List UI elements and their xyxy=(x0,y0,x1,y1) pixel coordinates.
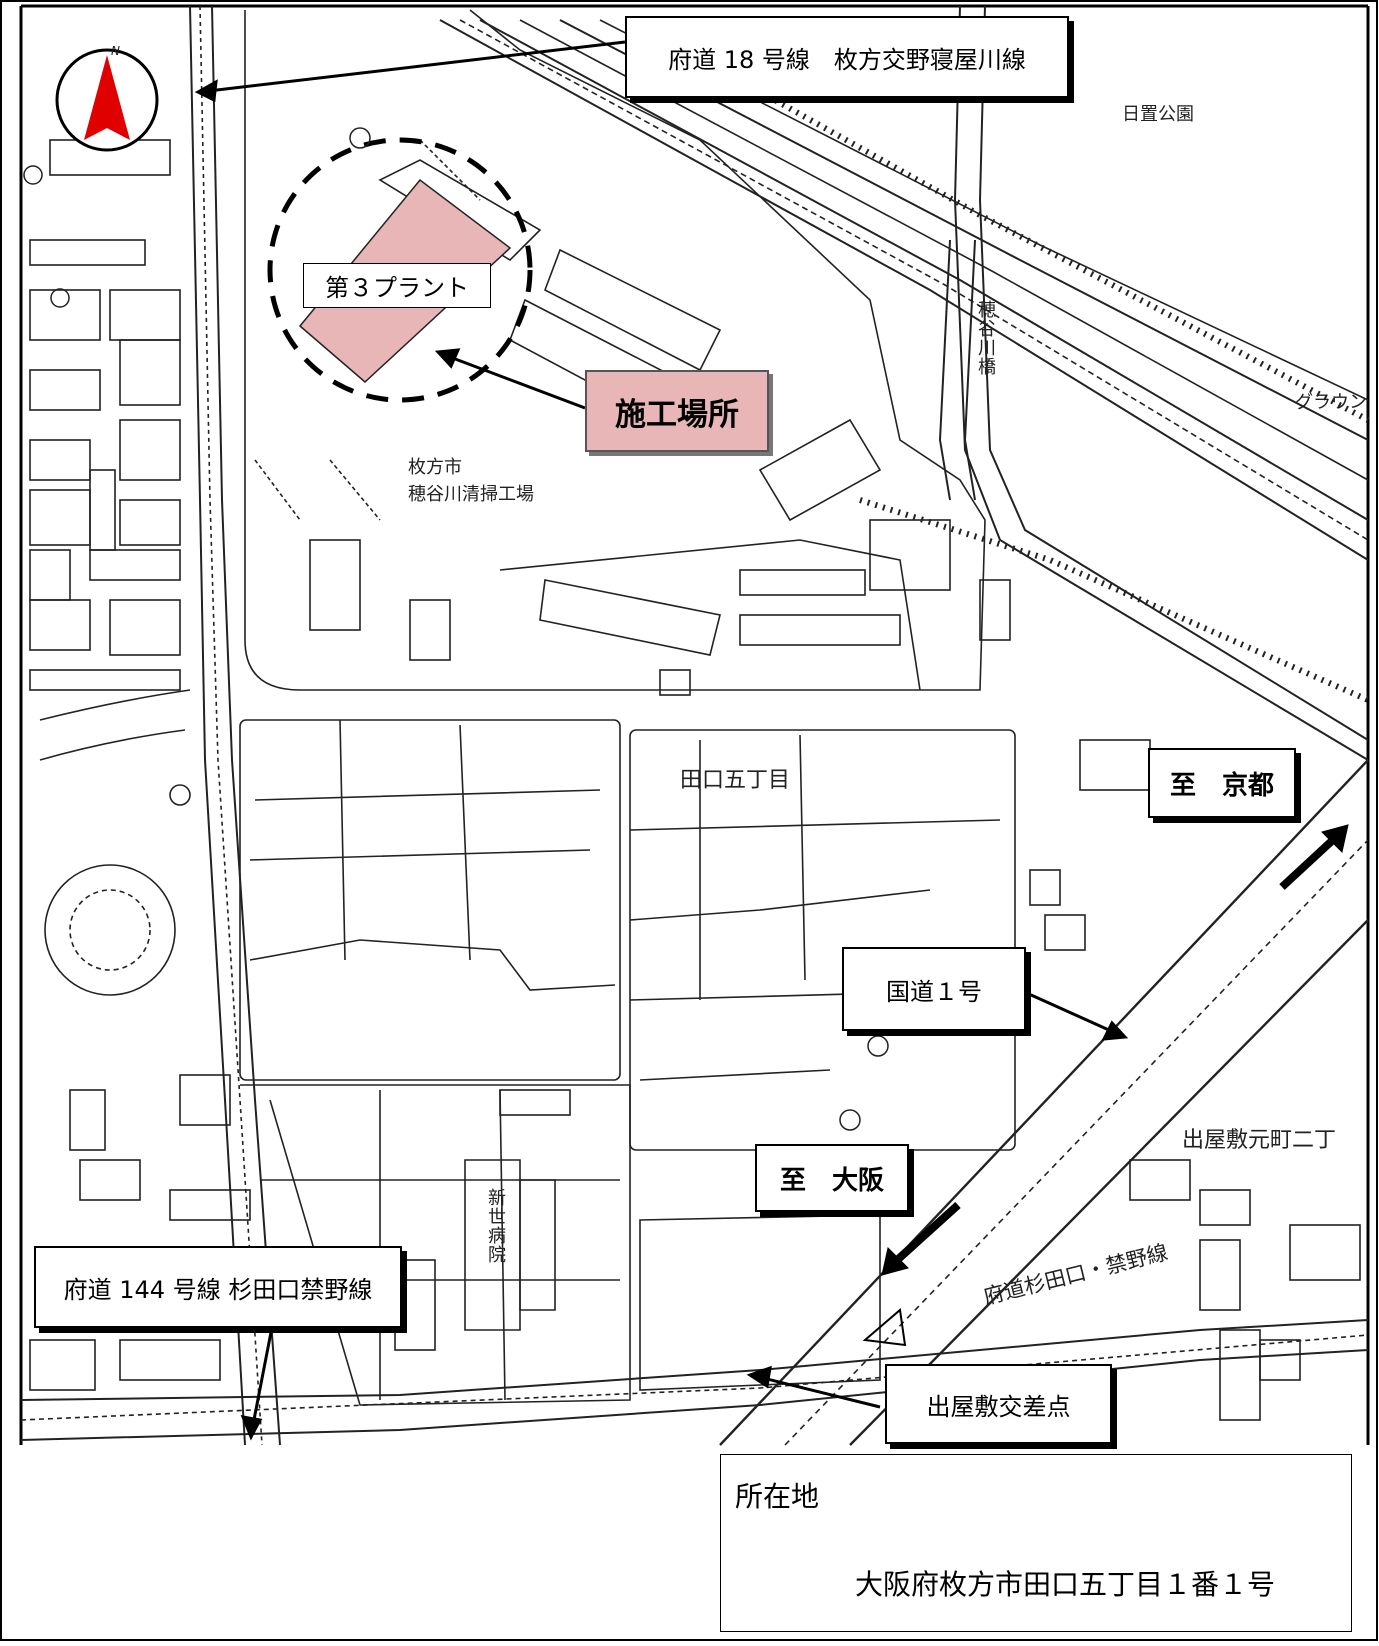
plant-label: 第３プラント xyxy=(303,263,491,308)
district-deyashiki-label: 出屋敷元町二丁 xyxy=(1182,1128,1337,1153)
address-label: 所在地 xyxy=(735,1480,820,1513)
route144-callout: 府道 144 号線 杉田口禁野線 xyxy=(34,1246,402,1328)
address-box: 所在地 大阪府枚方市田口五丁目１番１号 xyxy=(720,1454,1352,1632)
park-label: 日置公園 xyxy=(1122,104,1194,125)
construction-site-label: 施工場所 xyxy=(585,370,769,452)
address-value: 大阪府枚方市田口五丁目１番１号 xyxy=(855,1568,1276,1601)
route18-callout: 府道 18 号線 枚方交野寝屋川線 xyxy=(625,16,1069,98)
north-arrow-icon xyxy=(55,48,159,152)
facility-label-name: 穂谷川清掃工場 xyxy=(408,484,534,505)
facility-label-city: 枚方市 xyxy=(408,457,462,478)
ground-label: グラウン xyxy=(1295,392,1367,413)
to-osaka-callout: 至 大阪 xyxy=(755,1144,909,1212)
national-route1-callout: 国道１号 xyxy=(842,947,1026,1031)
intersection-callout: 出屋敷交差点 xyxy=(885,1364,1112,1444)
to-kyoto-callout: 至 京都 xyxy=(1148,748,1296,818)
district-taguchi-label: 田口五丁目 xyxy=(680,768,791,793)
compass-letter: N xyxy=(111,44,120,58)
bridge-label: 穂谷川橋 xyxy=(975,300,996,376)
hospital-label: 新世病院 xyxy=(485,1188,506,1264)
